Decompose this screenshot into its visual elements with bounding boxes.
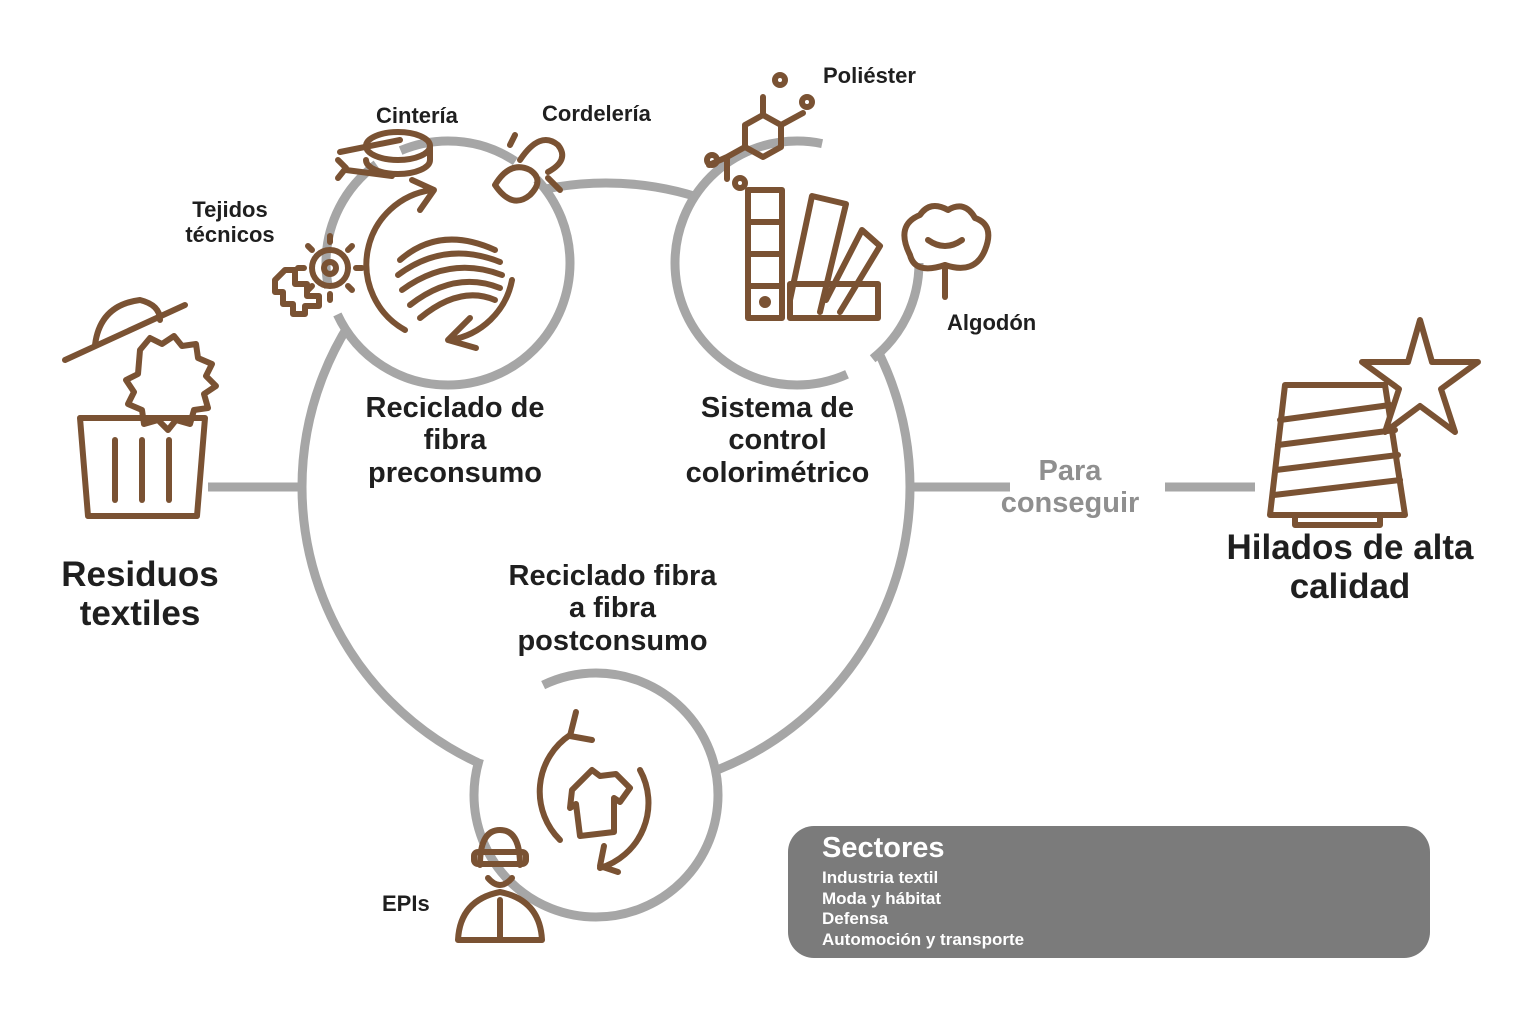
residuos-title: Residuos textiles <box>61 555 219 634</box>
colorimetrico-label: Sistema de control colorimétrico <box>685 392 870 489</box>
epis-label: EPIs <box>382 891 430 916</box>
preconsumo-node <box>321 136 575 390</box>
sectors-list: Industria textil Moda y hábitat Defensa … <box>822 868 1024 950</box>
hilados-title: Hilados de alta calidad <box>1226 528 1474 607</box>
cotton-flower-icon <box>901 203 992 300</box>
postconsumo-node <box>469 668 723 922</box>
postconsumo-label: Reciclado fibra a fibra postconsumo <box>508 560 717 657</box>
tejidos-tecnicos-label: Tejidos técnicos <box>185 197 275 247</box>
sectors-panel: Sectores Industria textil Moda y hábitat… <box>788 826 1430 958</box>
rope-knot-icon <box>492 132 566 204</box>
trash-bin-icon <box>62 297 219 519</box>
sector-item: Defensa <box>822 909 889 928</box>
shirt-recycle-icon <box>536 709 652 875</box>
fiber-recycle-icon <box>363 177 515 351</box>
para-conseguir-label: Para conseguir <box>1000 455 1140 520</box>
yarn-cone-star-icon <box>1267 317 1481 528</box>
protective-gear-worker-icon <box>455 827 545 943</box>
poliester-label: Poliéster <box>823 63 916 88</box>
sectors-title: Sectores <box>822 832 945 864</box>
molecule-icon <box>704 72 815 191</box>
preconsumo-label: Reciclado de fibra preconsumo <box>365 392 545 489</box>
gears-icon <box>272 233 365 317</box>
sector-item: Industria textil <box>822 868 939 887</box>
ribbon-roll-icon <box>335 129 433 181</box>
color-swatch-fan-icon <box>745 187 883 321</box>
algodon-label: Algodón <box>947 310 1037 335</box>
sector-item: Moda y hábitat <box>822 888 942 908</box>
cinteria-label: Cintería <box>376 103 458 128</box>
sector-item: Automoción y transporte <box>822 929 1025 949</box>
cordeleria-label: Cordelería <box>542 101 651 126</box>
